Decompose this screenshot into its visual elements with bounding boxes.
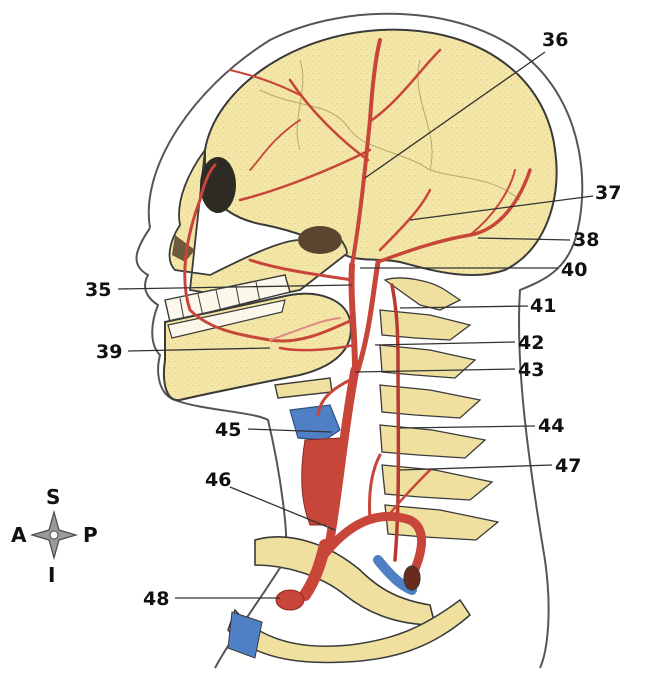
facial-artery <box>183 163 354 343</box>
superficial-temporal-artery <box>350 38 382 267</box>
label-47: 47 <box>555 455 581 477</box>
sternum-cartilage <box>227 611 263 659</box>
label-40: 40 <box>561 259 587 281</box>
compass-inferior: I <box>48 563 55 587</box>
thyroid-cartilage <box>289 404 341 441</box>
compass-posterior: P <box>83 523 98 547</box>
orientation-compass: S I A P <box>11 485 98 587</box>
arteries <box>183 38 532 601</box>
compass-superior: S <box>46 485 60 509</box>
label-37: 37 <box>595 182 621 204</box>
thyrocervical-trunk <box>368 453 382 522</box>
label-41: 41 <box>530 295 556 317</box>
leader-lines <box>117 51 594 599</box>
nasal-aperture <box>172 235 195 262</box>
vein-cross-section <box>403 565 421 591</box>
label-46: 46 <box>205 469 231 491</box>
label-36: 36 <box>542 29 568 51</box>
compass-anterior: A <box>11 523 27 547</box>
label-44: 44 <box>538 415 564 437</box>
label-38: 38 <box>573 229 599 251</box>
lower-teeth <box>167 299 286 339</box>
maxillary-artery <box>248 258 354 282</box>
superior-thyroid-artery <box>316 378 352 417</box>
subclavian-artery <box>315 511 427 585</box>
external-carotid-artery <box>348 262 358 373</box>
cervical-spine <box>379 277 500 541</box>
label-48: 48 <box>143 588 169 610</box>
common-carotid-artery <box>325 365 360 545</box>
first-rib <box>227 598 471 664</box>
label-42: 42 <box>518 332 544 354</box>
artery-cross-section <box>275 589 305 611</box>
hyoid-bone <box>274 377 333 399</box>
label-45: 45 <box>215 419 241 441</box>
posterior-auricular-artery <box>378 188 432 252</box>
suture-lines <box>259 59 521 201</box>
structure-labels: 35 36 37 38 39 40 41 42 43 44 45 46 47 4… <box>85 29 621 610</box>
facial-bones <box>168 146 348 301</box>
label-43: 43 <box>518 359 544 381</box>
label-35: 35 <box>85 279 111 301</box>
lingual-artery <box>278 343 357 352</box>
label-39: 39 <box>96 341 122 363</box>
temporal-fossa <box>298 226 342 254</box>
brachiocephalic-trunk <box>299 539 331 601</box>
internal-carotid-artery <box>355 259 381 373</box>
